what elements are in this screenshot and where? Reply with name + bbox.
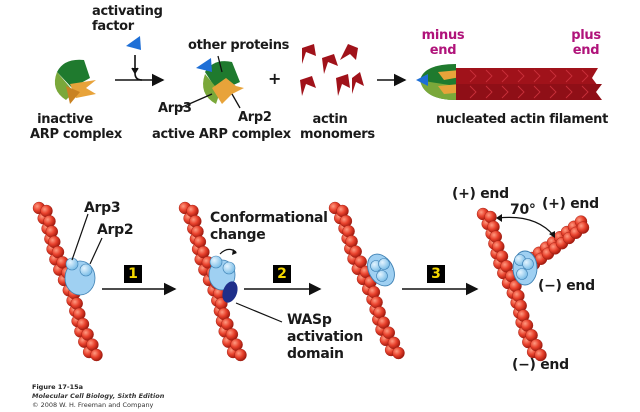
nucleated-filament-icon	[416, 64, 602, 100]
conformational-change-label: Conformational change	[210, 210, 328, 243]
copyright: © 2008 W. H. Freeman and Company	[32, 401, 154, 409]
book-title: Molecular Cell Biology, Sixth Edition	[32, 392, 165, 400]
arp23-branch-point-icon	[512, 250, 538, 286]
inactive-arp-complex-icon	[54, 59, 96, 104]
actin-bead	[382, 326, 395, 339]
actin-bead	[392, 346, 405, 360]
actin-bead	[81, 328, 94, 341]
arp3-top-label: Arp3	[158, 101, 192, 116]
actin-bead	[40, 204, 53, 218]
plus-end-branch-label: (+) end	[542, 196, 599, 212]
figure-number: Figure 17-15a	[32, 383, 84, 391]
actin-bead	[189, 215, 202, 228]
arp23-wasp-complex-icon	[208, 248, 283, 323]
branch-actin-bead	[576, 221, 590, 234]
activation-arrow	[115, 55, 165, 87]
inactive-arp-label: inactive ARP complex	[30, 112, 122, 142]
active-arp-complex-icon	[179, 55, 244, 109]
actin-bead	[234, 348, 247, 362]
activating-factor-icon	[126, 36, 141, 50]
arp23-complex-active-icon	[367, 253, 395, 287]
plus-end-top-label: (+) end	[452, 186, 509, 202]
actin-bead	[191, 225, 204, 238]
actin-monomers-icon	[300, 44, 364, 96]
arp3-bottom-label: Arp3	[84, 200, 121, 216]
actin-bead	[377, 316, 390, 329]
actin-bead	[76, 317, 90, 331]
actin-bead	[45, 225, 58, 238]
actin-bead	[43, 215, 56, 228]
actin-bead	[186, 204, 199, 218]
step-3-badge: 3	[427, 265, 445, 283]
actin-monomers-label: actin monomers	[300, 112, 375, 142]
minus-end-branch-label: (−) end	[538, 278, 595, 294]
actin-bead	[197, 245, 210, 259]
arp2-bottom-label: Arp2	[97, 222, 134, 238]
actin-bead	[221, 317, 234, 331]
nucleated-filament-label: nucleated actin filament	[436, 112, 609, 127]
activating-factor-label: activating factor	[92, 4, 163, 34]
plus-sign: +	[268, 69, 282, 88]
actin-bead	[51, 245, 65, 259]
active-arp-label: active ARP complex	[152, 127, 291, 142]
step-2-badge: 2	[273, 265, 291, 283]
actin-bead	[349, 245, 362, 258]
actin-bead	[225, 328, 239, 341]
minus-end-label: minus end	[421, 28, 465, 58]
step-1-badge: 1	[124, 265, 142, 283]
wasp-activation-domain-label: WASp activation domain	[287, 312, 363, 362]
actin-bead	[534, 348, 547, 362]
plus-end-label: plus end	[571, 28, 601, 58]
angle-arrow	[496, 214, 555, 238]
arp2-top-label: Arp2	[238, 110, 272, 125]
actin-bead	[90, 348, 103, 362]
actin-bead	[70, 297, 83, 310]
other-proteins-label: other proteins	[188, 38, 290, 53]
angle-label: 70°	[510, 202, 536, 218]
minus-end-bottom-label: (−) end	[512, 357, 569, 373]
actin-bead	[354, 255, 367, 268]
arp23-complex-inactive-icon	[64, 213, 103, 296]
